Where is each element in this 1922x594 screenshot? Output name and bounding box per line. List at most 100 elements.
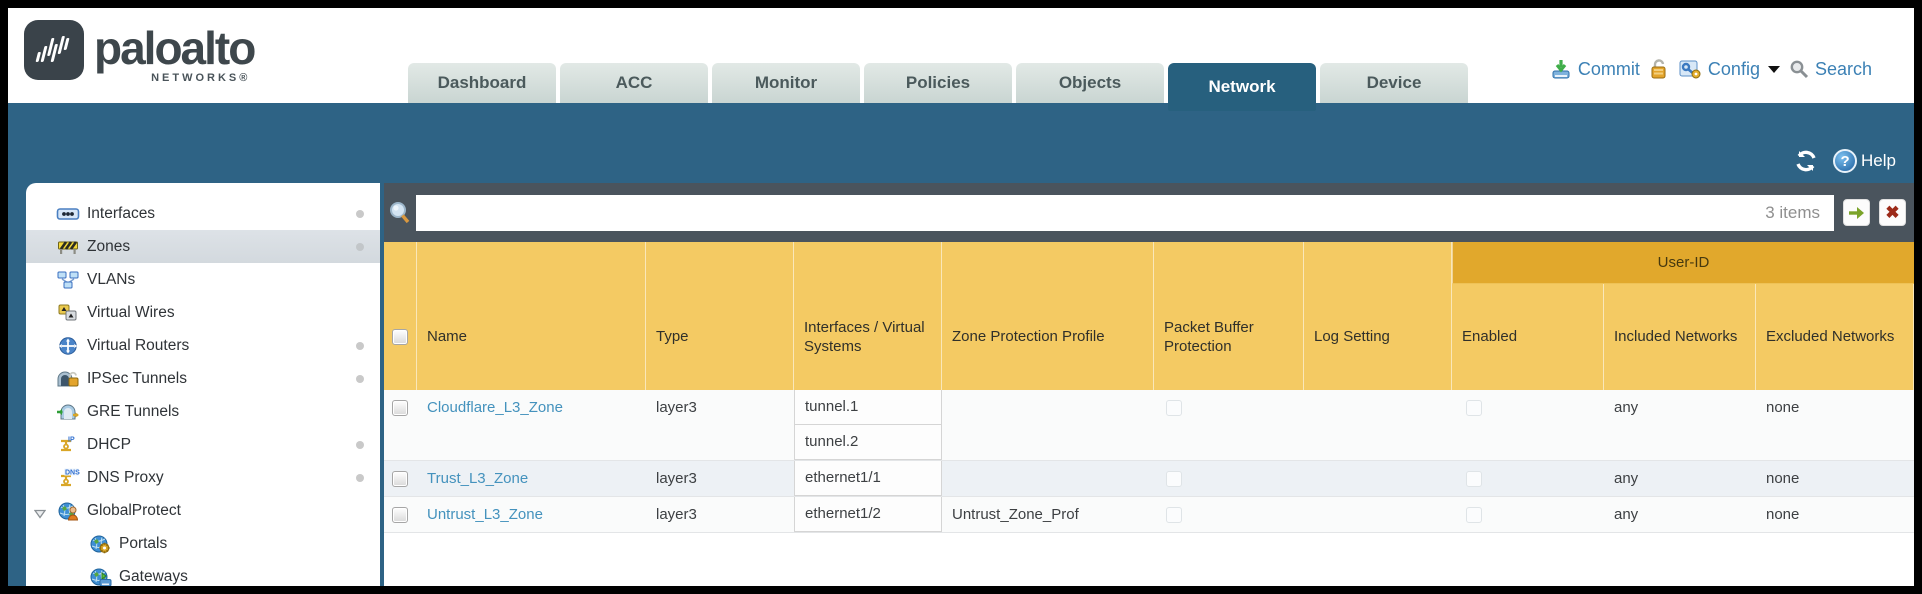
sidebar-item-ipsec-tunnels[interactable]: IPSec Tunnels <box>26 362 380 395</box>
interface-value: ethernet1/2 <box>794 497 942 532</box>
log-setting-cell <box>1304 390 1452 460</box>
column-header-type[interactable]: Type <box>646 242 794 390</box>
virtual-routers-icon <box>55 336 81 356</box>
column-label: Name <box>427 328 468 346</box>
commit-button[interactable]: Commit <box>1550 58 1640 80</box>
row-checkbox[interactable] <box>392 400 408 416</box>
sidebar-item-gateways[interactable]: Gateways <box>26 560 380 586</box>
column-header-select[interactable] <box>384 242 417 390</box>
clear-x-icon: ✖ <box>1885 203 1900 222</box>
select-all-checkbox[interactable] <box>392 329 408 345</box>
column-header-zone_protection_profile[interactable]: Zone Protection Profile <box>942 242 1154 390</box>
enabled-checkbox[interactable] <box>1466 507 1482 523</box>
chevron-down-icon <box>1767 65 1780 73</box>
config-dropdown[interactable]: Config <box>1678 58 1780 80</box>
column-header-enabled[interactable]: Enabled <box>1452 242 1604 390</box>
commit-label: Commit <box>1577 58 1640 79</box>
packet-buffer-protection-cell <box>1154 497 1304 532</box>
paloalto-logo: paloalto NETWORKS® <box>24 20 256 84</box>
sidebar-item-label: Virtual Wires <box>87 303 175 321</box>
packet-buffer-checkbox[interactable] <box>1166 400 1182 416</box>
column-header-included_networks[interactable]: Included Networks <box>1604 242 1756 390</box>
packet-buffer-protection-cell <box>1154 461 1304 496</box>
excluded-networks-cell: none <box>1766 470 1800 487</box>
dhcp-icon: IP <box>55 435 81 455</box>
sidebar-item-virtual-wires[interactable]: Virtual Wires <box>26 296 380 329</box>
sidebar-item-interfaces[interactable]: Interfaces <box>26 197 380 230</box>
zone-name-link[interactable]: Untrust_L3_Zone <box>427 506 543 523</box>
user-id-enabled-cell <box>1452 461 1604 496</box>
sidebar-divider <box>380 183 384 586</box>
lock-icon[interactable] <box>1649 58 1669 80</box>
tab-policies[interactable]: Policies <box>864 63 1012 103</box>
sidebar-item-virtual-routers[interactable]: Virtual Routers <box>26 329 380 362</box>
included-networks-cell: any <box>1614 399 1639 416</box>
sidebar-item-zones[interactable]: Zones <box>26 230 380 263</box>
column-header-log_setting[interactable]: Log Setting <box>1304 242 1452 390</box>
zones-icon <box>55 237 81 257</box>
apply-filter-button[interactable] <box>1843 199 1870 226</box>
column-header-interfaces[interactable]: Interfaces / Virtual Systems <box>794 242 942 390</box>
tab-monitor[interactable]: Monitor <box>712 63 860 103</box>
row-select-cell <box>384 390 417 460</box>
sidebar-item-label: IPSec Tunnels <box>87 369 187 387</box>
portals-icon <box>87 534 113 554</box>
help-button[interactable]: ? Help <box>1833 149 1896 173</box>
tab-dashboard[interactable]: Dashboard <box>408 63 556 103</box>
virtual-wires-icon <box>55 303 81 323</box>
row-checkbox[interactable] <box>392 507 408 523</box>
column-header-packet_buffer_protection[interactable]: Packet Buffer Protection <box>1154 242 1304 390</box>
column-label: Excluded Networks <box>1766 328 1895 346</box>
sidebar-item-gre-tunnels[interactable]: GRE Tunnels <box>26 395 380 428</box>
column-label: Included Networks <box>1614 328 1738 346</box>
search-label: Search <box>1814 58 1872 79</box>
row-checkbox[interactable] <box>392 471 408 487</box>
expander-triangle-icon[interactable] <box>33 506 47 519</box>
zone-type-cell: layer3 <box>656 399 697 416</box>
search-button[interactable]: Search <box>1789 59 1872 80</box>
filter-input[interactable]: 3 items <box>416 194 1834 231</box>
refresh-icon[interactable] <box>1793 149 1819 173</box>
column-label: Type <box>656 328 689 346</box>
log-setting-cell <box>1304 461 1452 496</box>
search-icon <box>1790 60 1809 79</box>
row-select-cell <box>384 497 417 532</box>
packet-buffer-checkbox[interactable] <box>1166 507 1182 523</box>
zone-name-link[interactable]: Trust_L3_Zone <box>427 470 529 487</box>
sidebar-item-label: Gateways <box>119 567 188 585</box>
enabled-checkbox[interactable] <box>1466 471 1482 487</box>
status-dot <box>356 374 364 383</box>
tab-acc[interactable]: ACC <box>560 63 708 103</box>
enabled-checkbox[interactable] <box>1466 400 1482 416</box>
zone-protection-profile-cell: Untrust_Zone_Prof <box>952 506 1079 523</box>
teal-band: ? Help <box>8 103 1914 183</box>
clear-filter-button[interactable]: ✖ <box>1879 199 1906 226</box>
tab-device[interactable]: Device <box>1320 63 1468 103</box>
included-networks-cell: any <box>1614 470 1639 487</box>
sidebar-item-label: GlobalProtect <box>87 501 181 519</box>
sidebar-item-portals[interactable]: Portals <box>26 527 380 560</box>
sidebar-item-label: Zones <box>87 237 131 255</box>
zone-name-link[interactable]: Cloudflare_L3_Zone <box>427 399 563 416</box>
tab-objects[interactable]: Objects <box>1016 63 1164 103</box>
sidebar-item-vlans[interactable]: VLANs <box>26 263 380 296</box>
excluded-networks-cell: none <box>1766 399 1800 416</box>
tab-network[interactable]: Network <box>1168 63 1316 111</box>
brand-subtitle: NETWORKS® <box>151 72 251 84</box>
sidebar-item-globalprotect[interactable]: GlobalProtect <box>26 494 380 527</box>
commit-icon <box>1552 60 1570 79</box>
packet-buffer-checkbox[interactable] <box>1166 471 1182 487</box>
column-header-name[interactable]: Name <box>417 242 646 390</box>
zone-name-cell: Trust_L3_Zone <box>417 461 646 496</box>
user-id-enabled-cell <box>1452 497 1604 532</box>
vlans-icon <box>55 270 81 290</box>
column-header-excluded_networks[interactable]: Excluded Networks <box>1756 242 1914 390</box>
